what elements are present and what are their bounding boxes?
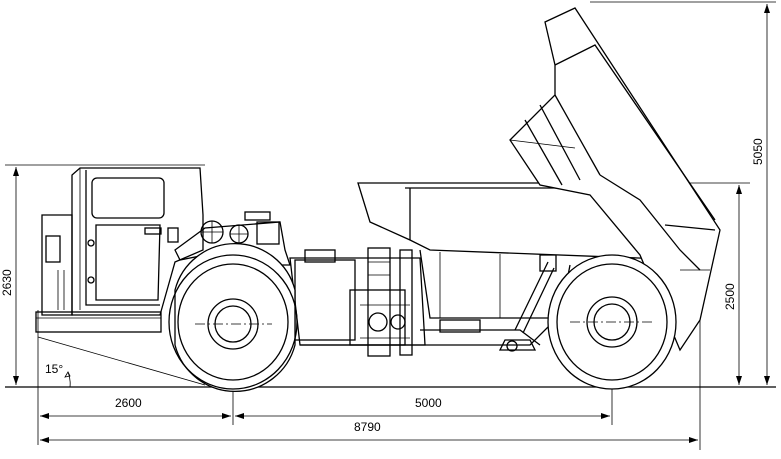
dim-body-height: 2500 <box>723 185 742 385</box>
dim-raised-height-label: 5050 <box>751 138 765 165</box>
dim-front-overhang-label: 2600 <box>115 396 142 410</box>
dim-wheelbase-label: 5000 <box>415 396 442 410</box>
rear-wheel <box>547 254 677 390</box>
dim-overall-length-label: 8790 <box>354 420 381 434</box>
dim-wheelbase: 5000 <box>235 396 610 419</box>
dim-front-overhang: 2600 <box>40 396 231 419</box>
approach-angle-marker: 15° <box>37 336 206 388</box>
approach-angle-label: 15° <box>45 362 63 376</box>
front-wheel <box>168 243 298 392</box>
dim-overall-length: 8790 <box>40 420 698 443</box>
engine-housing <box>174 211 291 266</box>
dim-body-height-label: 2500 <box>723 283 737 310</box>
dump-body-raised <box>509 7 721 352</box>
dim-overall-height-label: 2630 <box>0 269 14 296</box>
dim-raised-height: 5050 <box>751 4 770 385</box>
dim-overall-height: 2630 <box>0 167 19 385</box>
cab <box>41 167 204 316</box>
